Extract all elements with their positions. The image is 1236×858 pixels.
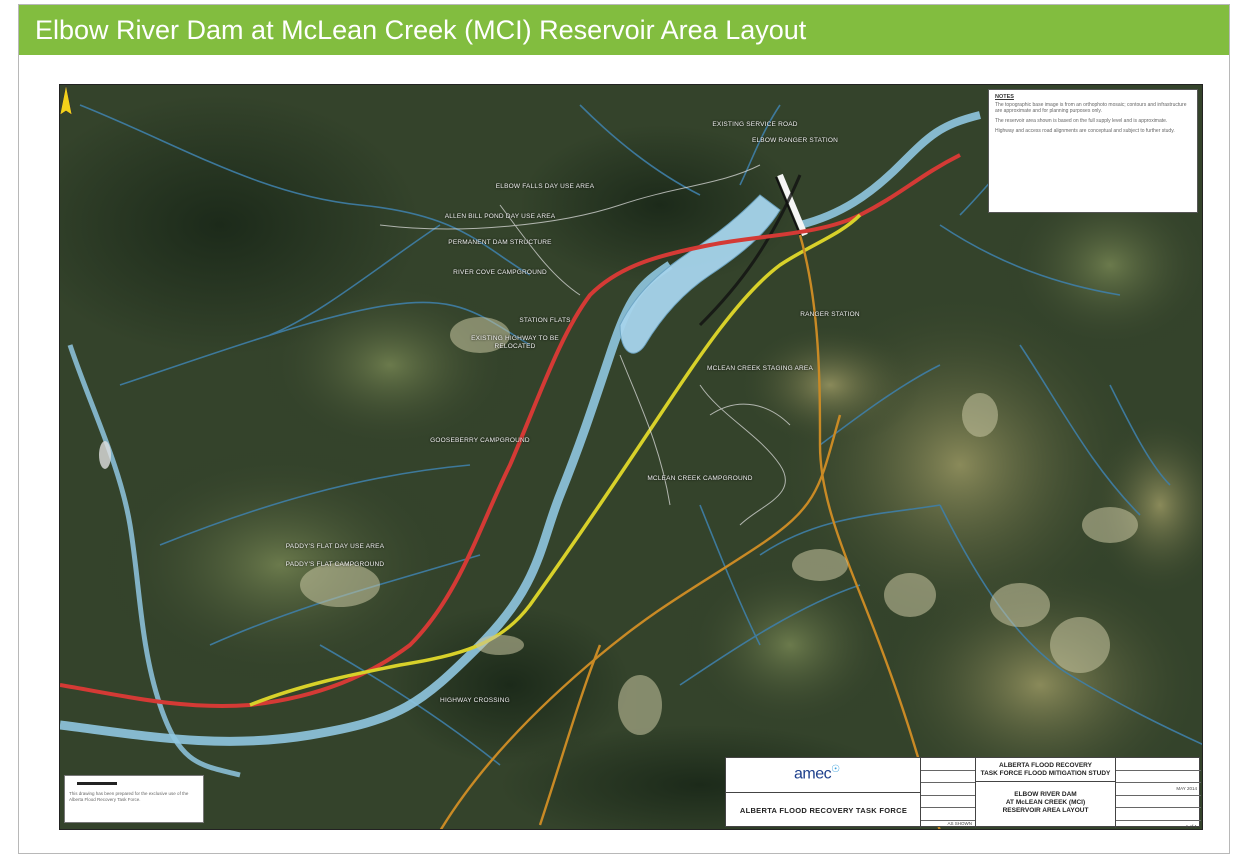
scale-note: This drawing has been prepared for the e… bbox=[69, 791, 189, 802]
sheet-value: 1 of 1 bbox=[1185, 823, 1197, 829]
map-label: Allen Bill Pond Day Use Area bbox=[444, 213, 556, 220]
map-label: Existing Highway to be Relocated bbox=[471, 335, 559, 350]
reservoir bbox=[619, 194, 781, 354]
west-river bbox=[67, 344, 241, 778]
project-cell: ALBERTA FLOOD RECOVERY TASK FORCE FLOOD … bbox=[976, 758, 1116, 828]
notes-item: The reservoir area shown is based on the… bbox=[995, 118, 1168, 124]
map-label: Paddy's Flat Campground bbox=[285, 561, 385, 568]
title-block: amec☉ ALBERTA FLOOD RECOVERY TASK FORCE … bbox=[725, 757, 1201, 829]
map-label: Elbow Falls Day Use Area bbox=[495, 183, 595, 190]
drawing-title: ELBOW RIVER DAM AT McLEAN CREEK (MCI) RE… bbox=[1002, 791, 1089, 814]
clearings bbox=[300, 317, 1138, 735]
tributaries bbox=[79, 104, 1202, 766]
map-label: Elbow Ranger Station bbox=[751, 137, 839, 144]
page-title: Elbow River Dam at McLean Creek (MCI) Re… bbox=[19, 5, 1229, 55]
map-label: Highway Crossing bbox=[440, 697, 510, 704]
map-label: Permanent Dam Structure bbox=[448, 239, 552, 246]
slide-frame: Elbow River Dam at McLean Creek (MCI) Re… bbox=[18, 4, 1230, 854]
map-panel: Elbow Ranger Station Elbow Falls Day Use… bbox=[59, 84, 1203, 830]
scale-value: AS SHOWN bbox=[947, 820, 972, 826]
scale-bar bbox=[77, 782, 117, 785]
logo-cell: amec☉ ALBERTA FLOOD RECOVERY TASK FORCE bbox=[726, 758, 921, 828]
existing-highway bbox=[60, 153, 961, 708]
notes-box: NOTES The topographic base image is from… bbox=[988, 89, 1198, 213]
map-label: Ranger Station bbox=[800, 311, 860, 318]
map-label: Station Flats bbox=[519, 317, 571, 324]
dam-structure bbox=[777, 173, 808, 237]
amec-logo: amec☉ bbox=[794, 764, 840, 783]
project-title: ALBERTA FLOOD RECOVERY TASK FORCE FLOOD … bbox=[976, 758, 1115, 782]
map-label: McLean Creek Staging Area bbox=[706, 365, 813, 372]
drawing-info-cells: MAY 2014 1 of 1 bbox=[1116, 758, 1201, 829]
scale-box: This drawing has been prepared for the e… bbox=[64, 775, 204, 823]
map-label: Existing Service Road bbox=[712, 121, 798, 128]
map-label: Gooseberry Campground bbox=[430, 437, 530, 444]
notes-item: Highway and access road alignments are c… bbox=[995, 128, 1175, 134]
map-label: Paddy's Flat Day Use Area bbox=[285, 543, 385, 550]
elbow-river bbox=[60, 261, 673, 746]
approval-cells: AS SHOWN bbox=[921, 758, 976, 828]
notes-item: The topographic base image is from an or… bbox=[995, 102, 1187, 114]
trails bbox=[379, 164, 791, 526]
date-value: MAY 2014 bbox=[1176, 786, 1197, 792]
north-arrow-icon bbox=[60, 85, 72, 116]
client-name: ALBERTA FLOOD RECOVERY TASK FORCE bbox=[726, 792, 921, 829]
relocated-highway bbox=[249, 213, 862, 707]
map-label: McLean Creek Campground bbox=[647, 475, 753, 482]
map-label: River Cove Campground bbox=[453, 269, 547, 276]
notes-heading: NOTES bbox=[995, 94, 1014, 100]
access-roads bbox=[439, 234, 941, 829]
